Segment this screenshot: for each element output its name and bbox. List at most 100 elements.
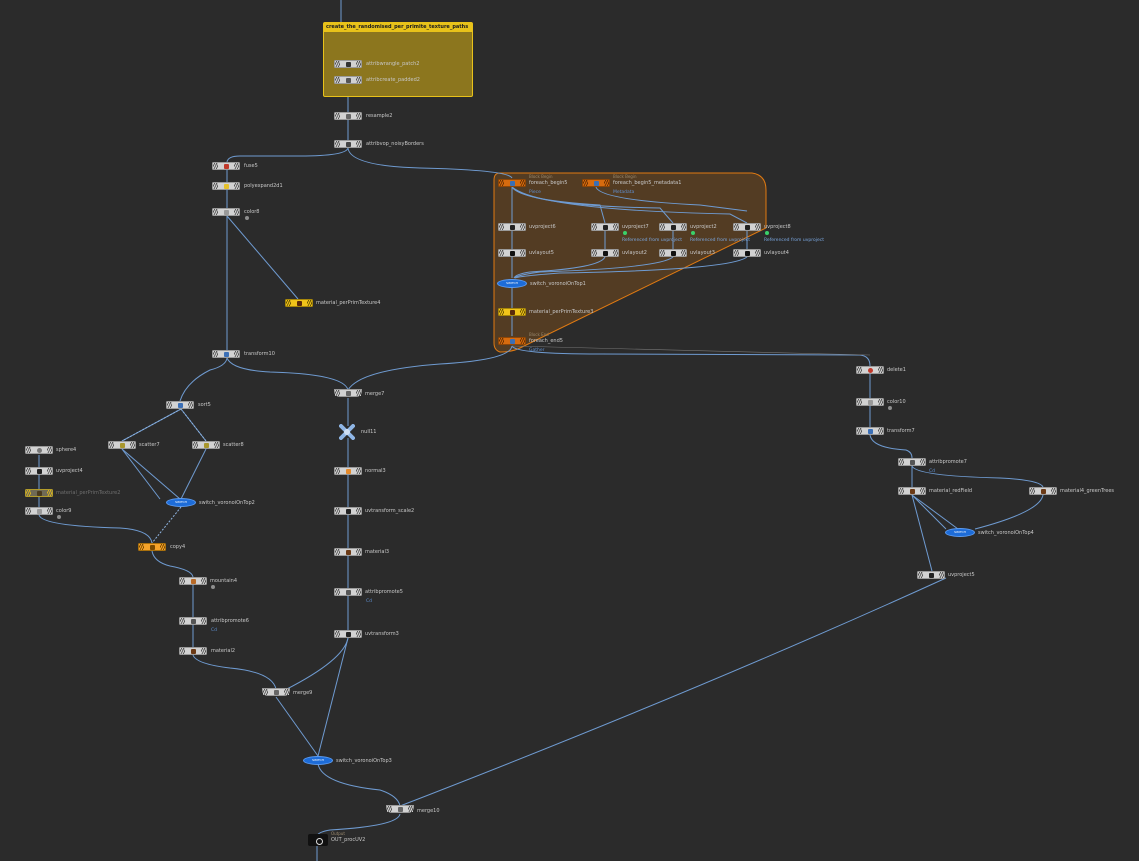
- node-label: uvtransform_scale2: [365, 508, 415, 514]
- node-uvproject8[interactable]: [733, 223, 761, 231]
- material-icon: [1040, 488, 1046, 494]
- merge-icon: [345, 390, 351, 396]
- node-scatter8[interactable]: [192, 441, 220, 449]
- node-label: attribpromote7: [929, 459, 967, 465]
- node-normal3[interactable]: [334, 467, 362, 475]
- node-resample2[interactable]: [334, 112, 362, 120]
- node-transform10[interactable]: [212, 350, 240, 358]
- node-uvproject4[interactable]: [25, 467, 53, 475]
- node-label: switch_voronoiOnTop4: [978, 530, 1034, 536]
- network-box[interactable]: create_the_randomised_per_primite_textur…: [323, 22, 473, 97]
- node-attribcreate-padded2[interactable]: [334, 76, 362, 84]
- node-mountain4[interactable]: [179, 577, 207, 585]
- reference-dot: [623, 231, 627, 235]
- node-label: uvlayout3: [690, 250, 715, 256]
- node-material4-greentrees[interactable]: [1029, 487, 1057, 495]
- node-label: material2: [211, 648, 236, 654]
- node-label: foreach_begin5_metadata1: [613, 180, 682, 186]
- node-type-badge: Output: [331, 831, 345, 836]
- node-attribpromote6[interactable]: [179, 617, 207, 625]
- switch-badge: SWITCH: [954, 530, 966, 534]
- node-material-perprimtexture4[interactable]: [285, 299, 313, 307]
- uvlayout-icon: [509, 250, 515, 256]
- node-uvlayout4[interactable]: [733, 249, 761, 257]
- node-color10[interactable]: [856, 398, 884, 406]
- node-label: uvproject8: [764, 224, 791, 230]
- node-sort5[interactable]: [166, 401, 194, 409]
- node-delete1[interactable]: [856, 366, 884, 374]
- node-uvlayout5[interactable]: [498, 249, 526, 257]
- node-transform7[interactable]: [856, 427, 884, 435]
- node-color8[interactable]: [212, 208, 240, 216]
- node-null11[interactable]: [339, 424, 355, 440]
- node-material-perprimtexture2[interactable]: [25, 489, 53, 497]
- node-merge9[interactable]: [262, 688, 290, 696]
- delete-icon: [867, 367, 873, 373]
- node-foreach-begin5[interactable]: [498, 179, 526, 187]
- node-polyexpand2d1[interactable]: [212, 182, 240, 190]
- node-label: mountain4: [210, 578, 238, 584]
- node-label: switch_voronoiOnTop2: [199, 500, 255, 506]
- node-attribpromote7[interactable]: [898, 458, 926, 466]
- transform-icon: [223, 351, 229, 357]
- node-label: uvproject4: [56, 468, 83, 474]
- node-material-perprimtexture3[interactable]: [498, 308, 526, 316]
- node-material2[interactable]: [179, 647, 207, 655]
- attribpromote-icon: [190, 618, 196, 624]
- attribcreate-icon: [345, 77, 351, 83]
- node-type-badge: Block End: [529, 332, 549, 337]
- node-label: color8: [244, 209, 260, 215]
- node-label: attribcreate_padded2: [366, 77, 420, 83]
- node-uvtransform3[interactable]: [334, 630, 362, 638]
- node-label: uvlayout2: [622, 250, 647, 256]
- output-icon: [315, 837, 323, 845]
- node-uvproject2[interactable]: [659, 223, 687, 231]
- node-label: material_perPrimTexture4: [316, 300, 381, 306]
- resample-icon: [345, 113, 351, 119]
- node-uvproject7[interactable]: [591, 223, 619, 231]
- node-label: polyexpand2d1: [244, 183, 283, 189]
- color-icon: [36, 508, 42, 514]
- node-uvlayout2[interactable]: [591, 249, 619, 257]
- node-switch-voronoiontop3[interactable]: SWITCH: [303, 756, 333, 765]
- node-switch-voronoiontop2[interactable]: SWITCH: [166, 498, 196, 507]
- node-attribwrangle-patch2[interactable]: [334, 60, 362, 68]
- node-label: fuse5: [244, 163, 258, 169]
- node-switch-voronoiontop1[interactable]: SWITCH: [497, 279, 527, 288]
- node-label: scatter8: [223, 442, 244, 448]
- reference-comment: Referenced from uvproject: [764, 238, 824, 243]
- node-uvtransform-scale2[interactable]: [334, 507, 362, 515]
- node-material-redfield[interactable]: [898, 487, 926, 495]
- material-icon: [509, 309, 515, 315]
- node-label: switch_voronoiOnTop1: [530, 281, 586, 287]
- reference-comment: Referenced from uvproject: [622, 238, 682, 243]
- node-switch-voronoiontop4[interactable]: SWITCH: [945, 528, 975, 537]
- node-uvproject5[interactable]: [917, 571, 945, 579]
- node-label: material4_greenTrees: [1060, 488, 1115, 494]
- node-scatter7[interactable]: [108, 441, 136, 449]
- node-color9[interactable]: [25, 507, 53, 515]
- node-uvproject6[interactable]: [498, 223, 526, 231]
- flag-dot: [211, 585, 215, 589]
- node-copy4[interactable]: [138, 543, 166, 551]
- node-fuse5[interactable]: [212, 162, 240, 170]
- sphere-icon: [36, 447, 42, 453]
- node-merge10[interactable]: [386, 805, 414, 813]
- node-foreach-begin5-metadata1[interactable]: [582, 179, 610, 187]
- node-attribpromote5[interactable]: [334, 588, 362, 596]
- node-out-procuv2[interactable]: [308, 834, 328, 846]
- flag-dot: [888, 406, 892, 410]
- node-attribvop-noisyborders[interactable]: [334, 140, 362, 148]
- uvproject-icon: [602, 224, 608, 230]
- node-label: uvtransform3: [365, 631, 399, 637]
- node-uvlayout3[interactable]: [659, 249, 687, 257]
- node-foreach-end5[interactable]: [498, 337, 526, 345]
- node-label: normal3: [365, 468, 386, 474]
- node-sphere4[interactable]: [25, 446, 53, 454]
- sort-icon: [177, 402, 183, 408]
- node-merge7[interactable]: [334, 389, 362, 397]
- node-material3[interactable]: [334, 548, 362, 556]
- transform-icon: [867, 428, 873, 434]
- reference-comment: Referenced from uvproject: [690, 238, 750, 243]
- reference-dot: [691, 231, 695, 235]
